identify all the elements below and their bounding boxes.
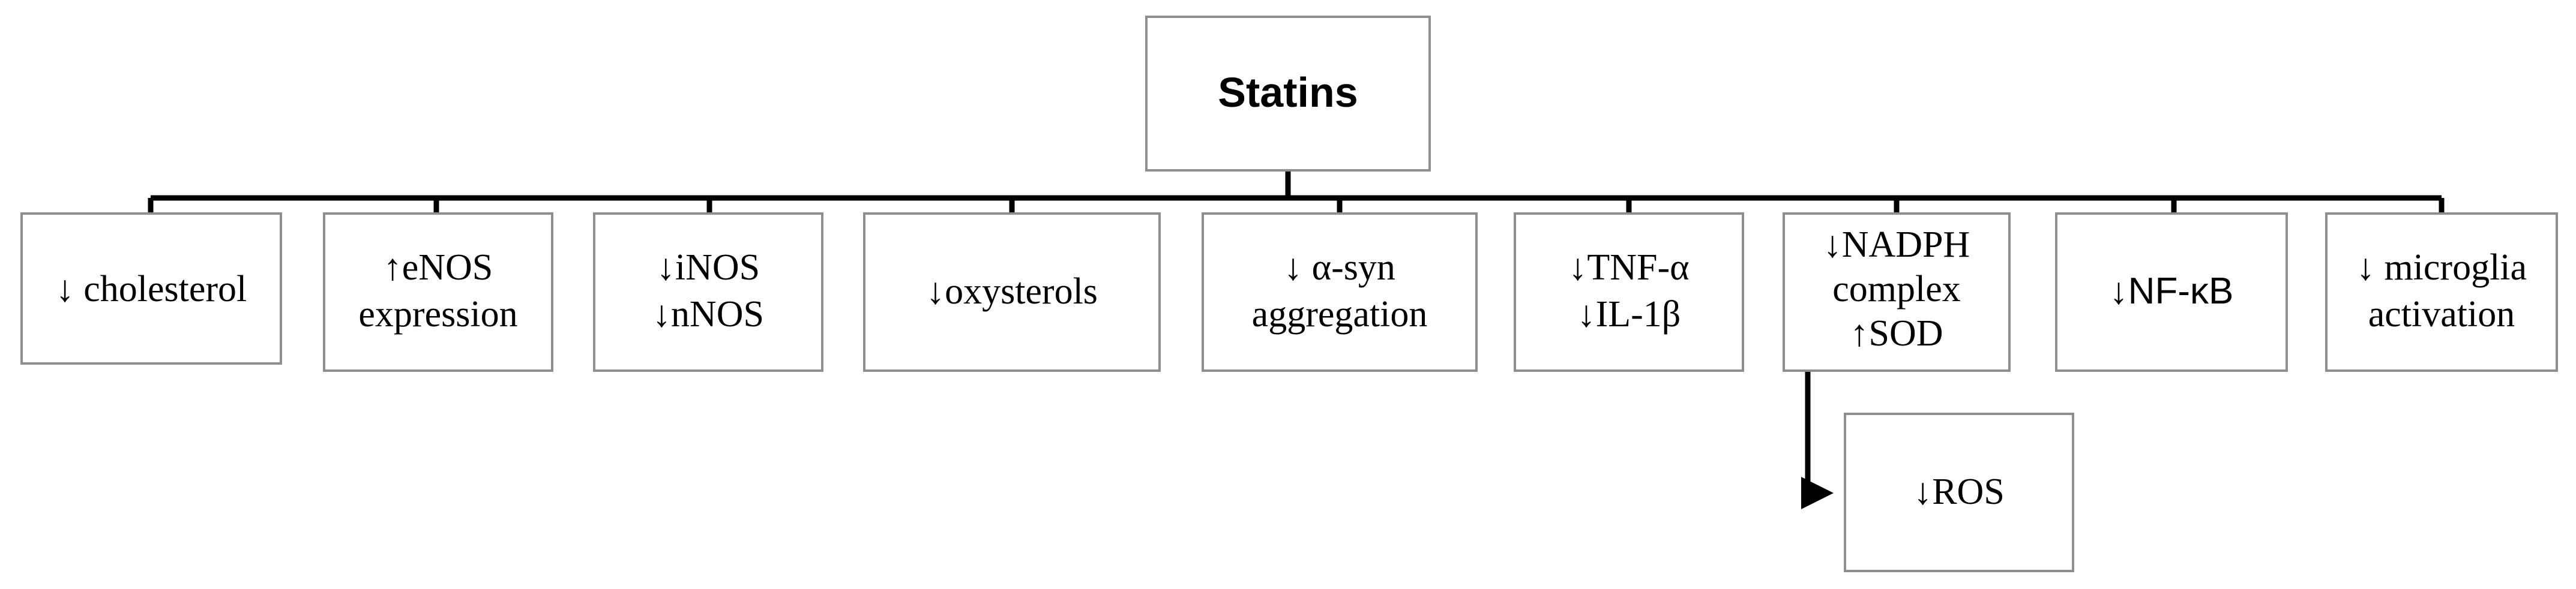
child-box xyxy=(1202,212,1478,372)
connector-lines xyxy=(148,170,2445,509)
child-label-line: activation xyxy=(2368,294,2515,335)
child-node-microglia: ↓ microglia activation xyxy=(2325,212,2558,372)
child-label-line: ↓IL-1β xyxy=(1577,294,1681,335)
root-box xyxy=(1145,16,1431,172)
child-node-cholesterol: ↓ cholesterol xyxy=(20,212,282,365)
child-box xyxy=(2055,212,2288,372)
child-label-line: ↓ α-syn xyxy=(1284,247,1395,288)
child-box xyxy=(1783,212,2011,372)
child-label-line: ↑SOD xyxy=(1850,313,1943,354)
child-node-oxysterols: ↓oxysterols xyxy=(863,212,1161,372)
sub-box xyxy=(1844,413,2074,572)
child-box xyxy=(2325,212,2558,372)
child-node-enos: ↑eNOS expression xyxy=(323,212,553,372)
child-node-nadph-sod: ↓NADPH complex ↑SOD xyxy=(1783,212,2011,372)
child-label-line: ↑eNOS xyxy=(384,247,493,288)
sub-label-line: ↓ROS xyxy=(1913,471,2005,512)
child-node-alpha-syn: ↓ α-syn aggregation xyxy=(1202,212,1478,372)
child-node-inos-nnos: ↓iNOS ↓nNOS xyxy=(593,212,823,372)
child-label-line: ↓NF-κB xyxy=(2110,271,2234,312)
child-label-line: ↓nNOS xyxy=(652,294,764,335)
root-label: Statins xyxy=(1218,69,1358,116)
child-label-line: aggregation xyxy=(1252,294,1428,335)
child-node-tnf-il1: ↓TNF-α ↓IL-1β xyxy=(1514,212,1744,372)
child-label-line: ↓iNOS xyxy=(657,247,760,288)
root-node: Statins xyxy=(1145,16,1431,172)
child-label-line: ↓ microglia xyxy=(2356,247,2527,288)
child-box xyxy=(593,212,823,372)
child-label-line: ↓TNF-α xyxy=(1568,247,1689,288)
child-label-line: ↓NADPH xyxy=(1823,224,1970,265)
child-box xyxy=(323,212,553,372)
child-label-line: ↓ cholesterol xyxy=(56,269,247,309)
child-box xyxy=(863,212,1161,372)
child-label-line: expression xyxy=(358,294,517,335)
sub-node-ros: ↓ROS xyxy=(1844,413,2074,572)
arrow-nadph-to-ros xyxy=(1801,371,1834,509)
child-box xyxy=(1514,212,1744,372)
child-node-nf-kb: ↓NF-κB xyxy=(2055,212,2288,372)
child-box xyxy=(20,212,282,365)
child-label-line: complex xyxy=(1832,269,1961,309)
child-label-line: ↓oxysterols xyxy=(926,271,1098,312)
